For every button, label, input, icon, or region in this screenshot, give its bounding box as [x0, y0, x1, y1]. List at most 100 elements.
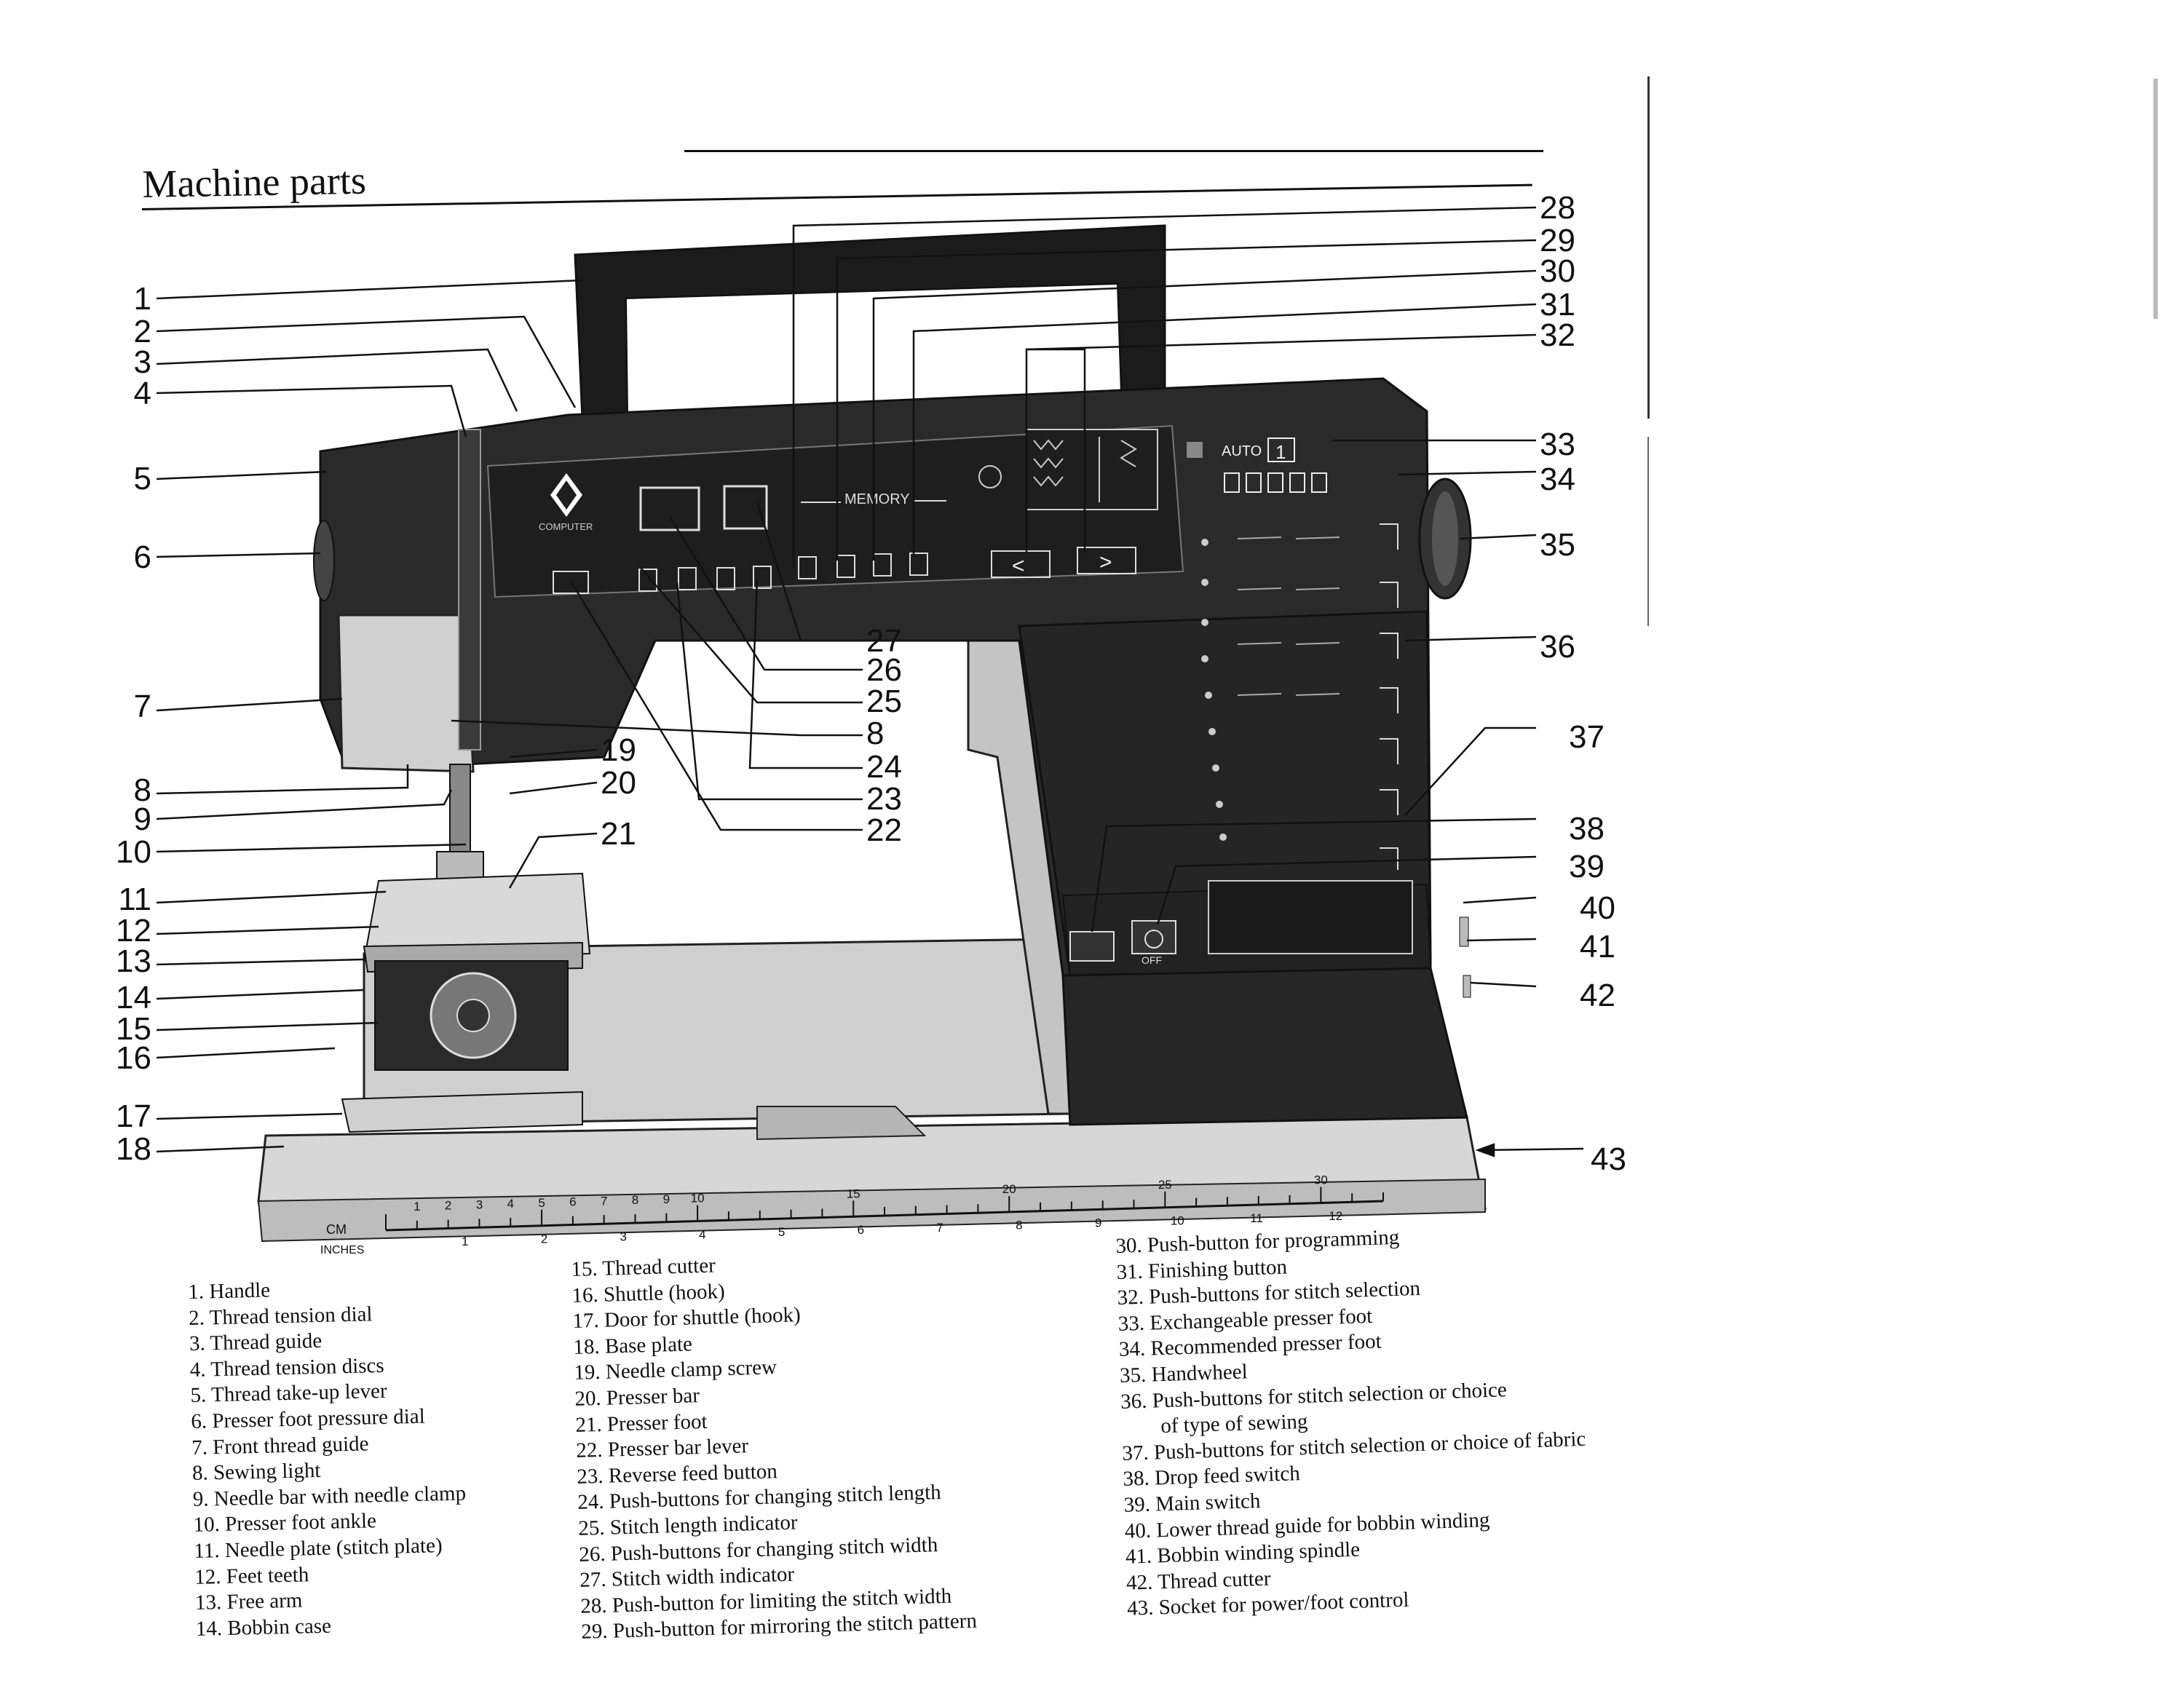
callout-left-7: 7	[134, 689, 151, 724]
needle-bar	[449, 764, 471, 852]
callout-right-30: 30	[1540, 253, 1575, 289]
ruler-cm-number: 25	[1158, 1178, 1172, 1192]
sewing-light-housing	[337, 614, 475, 773]
callout-right-28: 28	[1540, 190, 1575, 226]
callout-center-8: 8	[866, 716, 884, 751]
callout-left-12: 12	[116, 913, 151, 949]
callout-left-14: 14	[116, 980, 151, 1015]
fabric-selection-labels	[1237, 536, 1340, 696]
callout-left-10: 10	[116, 834, 151, 870]
callout-left-11: 11	[118, 882, 151, 917]
callout-right-34: 34	[1540, 462, 1575, 497]
ruler-cm-number: 6	[569, 1195, 576, 1209]
handle	[574, 224, 1166, 420]
ruler-cm-number: 5	[538, 1196, 545, 1210]
callout-right-37: 37	[1569, 719, 1605, 755]
callout-left-17: 17	[116, 1098, 151, 1134]
callout-right-41: 41	[1580, 929, 1615, 965]
ruler-cm-number: 2	[445, 1199, 451, 1213]
logo: COMPUTER	[539, 473, 593, 532]
auto-number: 1	[1275, 441, 1286, 463]
callout-right-38: 38	[1569, 811, 1605, 847]
selection-indicator-dots	[1201, 539, 1227, 841]
callout-center-25: 25	[866, 684, 902, 719]
ruler-cm-number: 10	[691, 1192, 705, 1205]
callout-right-33: 33	[1540, 427, 1575, 462]
page-divider-line-lower	[1647, 437, 1649, 626]
stitch-width-indicator	[723, 485, 768, 530]
stitch-length-indicator	[639, 486, 700, 531]
lower-cabinet	[1061, 967, 1468, 1126]
callout-right-31: 31	[1540, 287, 1575, 322]
ruler-cm-number: 15	[847, 1187, 860, 1200]
memory-buttons	[798, 553, 928, 579]
ruler-inch-number: 7	[936, 1221, 943, 1235]
callout-center-27: 27	[866, 623, 902, 659]
logo-text: COMPUTER	[539, 521, 593, 532]
ruler-inch-number: 12	[1329, 1209, 1342, 1223]
stitch-selection-buttons	[1380, 523, 1398, 870]
ruler-cm-number: 30	[1314, 1173, 1328, 1187]
ruler-inch-number: 6	[858, 1223, 864, 1237]
display-window	[1208, 880, 1413, 954]
callout-center-20: 20	[601, 765, 636, 801]
auto-label: AUTO	[1222, 443, 1262, 459]
presser-foot-indicator	[1187, 442, 1203, 458]
callout-left-8: 8	[134, 772, 151, 808]
stitch-select-left-button	[991, 550, 1051, 578]
callout-center-26: 26	[866, 652, 902, 688]
callout-right-35: 35	[1540, 527, 1575, 563]
ruler-cm-number: 7	[601, 1194, 607, 1208]
recommended-presser-foot-icons	[1224, 472, 1327, 493]
callout-left-18: 18	[116, 1131, 151, 1167]
bobbin-thread-cutter	[1463, 975, 1471, 998]
callout-left-15: 15	[116, 1011, 151, 1047]
leader-lines	[156, 206, 1584, 1157]
shuttle-door	[341, 1090, 583, 1133]
ruler-inch-number: 2	[541, 1232, 547, 1246]
needle-plate	[363, 872, 591, 962]
ruler-cm-number: 1	[414, 1200, 420, 1213]
callout-center-21: 21	[601, 816, 636, 852]
ruler-cm-number: 4	[507, 1197, 514, 1211]
callout-left-5: 5	[134, 461, 151, 496]
ruler-inch-number: 4	[699, 1227, 705, 1241]
callout-right-42: 42	[1580, 978, 1615, 1013]
drop-feed-switch	[1069, 931, 1115, 962]
callout-left-16: 16	[116, 1040, 151, 1076]
callout-right-29: 29	[1540, 223, 1575, 258]
ruler-inch-number: 9	[1095, 1216, 1101, 1229]
callout-left-1: 1	[134, 281, 151, 317]
page-divider-line	[1647, 76, 1650, 419]
front-panel	[486, 424, 1184, 598]
ruler-cm-label: CM	[326, 1222, 347, 1237]
ruler-inch-number: 10	[1171, 1213, 1184, 1227]
callout-left-4: 4	[134, 376, 151, 411]
callout-center-19: 19	[601, 732, 636, 768]
svg-text:>: >	[1099, 550, 1112, 574]
top-rule	[684, 150, 1543, 152]
stitch-adjust-buttons	[553, 566, 772, 594]
callout-center-23: 23	[866, 781, 902, 817]
ruler-cm-number: 3	[476, 1197, 483, 1211]
callout-right-40: 40	[1580, 890, 1615, 926]
callout-right-36: 36	[1540, 629, 1575, 665]
callout-right-39: 39	[1569, 849, 1605, 884]
callout-left-3: 3	[134, 344, 151, 380]
callout-center-22: 22	[866, 812, 902, 848]
thread-take-up-lever	[458, 429, 481, 751]
page-edge-shadow	[2153, 79, 2158, 319]
callout-right-43: 43	[1591, 1141, 1626, 1177]
off-label: OFF	[1142, 954, 1162, 966]
stitch-select-right-button	[1077, 547, 1136, 574]
main-switch	[1131, 920, 1176, 954]
stitch-pattern-chart	[1026, 429, 1158, 510]
ruler-cm-number: 20	[1002, 1182, 1016, 1196]
svg-text:<: <	[1012, 554, 1025, 578]
ruler-inch-number: 1	[462, 1235, 468, 1248]
